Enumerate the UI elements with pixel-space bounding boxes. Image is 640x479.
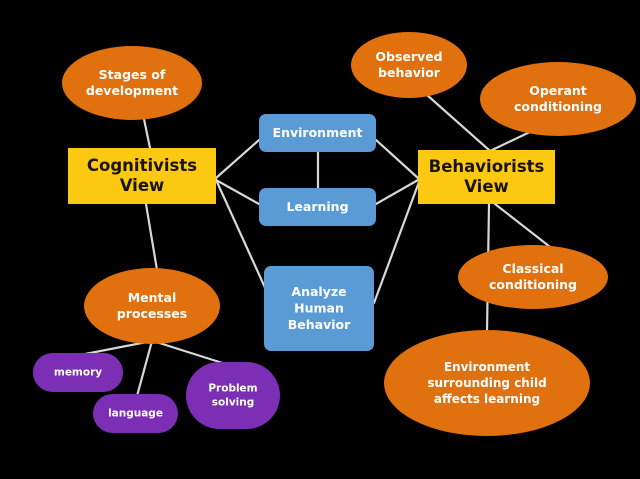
- node-shape-environment-surrounding-child: [384, 330, 590, 436]
- node-label-line: affects learning: [434, 392, 540, 406]
- node-shape-operant-conditioning: [480, 62, 636, 136]
- node-shape-stages-of-development: [62, 46, 202, 120]
- node-label-line: processes: [117, 306, 187, 321]
- edge-learning-to-behaviorists: [374, 178, 420, 206]
- node-label-line: Operant: [529, 83, 587, 98]
- node-problem-solving[interactable]: Problem solving: [186, 362, 280, 429]
- edge-stages-to-cognitivists: [142, 117, 152, 150]
- node-label-line: conditioning: [489, 277, 577, 292]
- node-shape-classical-conditioning: [458, 245, 608, 309]
- node-label-line: Behavior: [288, 317, 351, 332]
- node-environment[interactable]: Environment: [259, 114, 376, 152]
- edge-cognitivists-to-environment: [214, 138, 261, 180]
- node-shape-problem-solving: [186, 362, 280, 429]
- node-label-line: development: [86, 83, 178, 98]
- edge-analyze-to-behaviorists: [372, 180, 421, 305]
- edges-layer: [78, 93, 556, 398]
- node-label-line: Cognitivists: [87, 156, 197, 175]
- node-label-line: Environment: [444, 360, 531, 374]
- node-label-language: language: [108, 408, 163, 420]
- node-shape-language: [93, 394, 178, 433]
- node-label-line: Human: [294, 300, 344, 315]
- node-shape-analyze-human-behavior: [264, 266, 374, 351]
- node-label-line: Mental: [128, 290, 177, 305]
- edge-behaviorists-to-classical: [493, 202, 556, 252]
- node-shape-memory: [33, 353, 123, 392]
- node-label-learning: Learning: [286, 199, 348, 214]
- node-label-line: View: [120, 176, 165, 195]
- edge-environment-to-behaviorists: [374, 138, 420, 180]
- node-label-line: conditioning: [514, 99, 602, 114]
- node-shape-behaviorists-view: [418, 150, 555, 204]
- node-shape-mental-processes: [84, 268, 220, 344]
- edge-observed-to-behaviorists: [425, 93, 491, 152]
- node-label-line: surrounding child: [427, 376, 546, 390]
- node-environment-surrounding-child[interactable]: Environment surrounding child affects lear…: [384, 330, 590, 436]
- node-label-line: Classical: [502, 261, 563, 276]
- node-label-line: Problem: [208, 383, 257, 395]
- node-label-line: Behaviorists: [429, 157, 545, 176]
- edge-mental-to-language: [135, 339, 154, 398]
- node-shape-environment: [259, 114, 376, 152]
- node-shape-observed-behavior: [351, 32, 467, 98]
- node-shape-cognitivists-view: [68, 148, 216, 204]
- edge-mental-to-problem: [151, 339, 234, 368]
- node-label-line: language: [108, 408, 163, 420]
- node-label-memory: memory: [54, 367, 102, 379]
- node-label-line: Observed: [375, 49, 442, 64]
- node-label-line: solving: [212, 397, 255, 409]
- node-label-line: Learning: [286, 199, 348, 214]
- node-shape-learning: [259, 188, 376, 226]
- node-label-line: behavior: [378, 65, 441, 80]
- node-label-line: Stages of: [99, 67, 166, 82]
- node-language[interactable]: language: [93, 394, 178, 433]
- node-label-line: Environment: [273, 125, 363, 140]
- edge-operant-to-behaviorists: [488, 129, 534, 153]
- edge-cognitivists-to-learning: [214, 178, 261, 206]
- node-memory[interactable]: memory: [33, 353, 123, 392]
- node-label-line: View: [464, 177, 509, 196]
- node-label-environment-surrounding-child: Environment surrounding child affects lear…: [427, 360, 546, 406]
- node-label-line: Analyze: [291, 284, 346, 299]
- node-learning[interactable]: Learning: [259, 188, 376, 226]
- node-label-line: memory: [54, 367, 102, 379]
- node-label-problem-solving: Problem solving: [208, 383, 257, 409]
- edge-cognitivists-to-analyze: [215, 180, 269, 294]
- node-label-environment: Environment: [273, 125, 363, 140]
- edge-cognitivists-to-mental: [144, 202, 159, 272]
